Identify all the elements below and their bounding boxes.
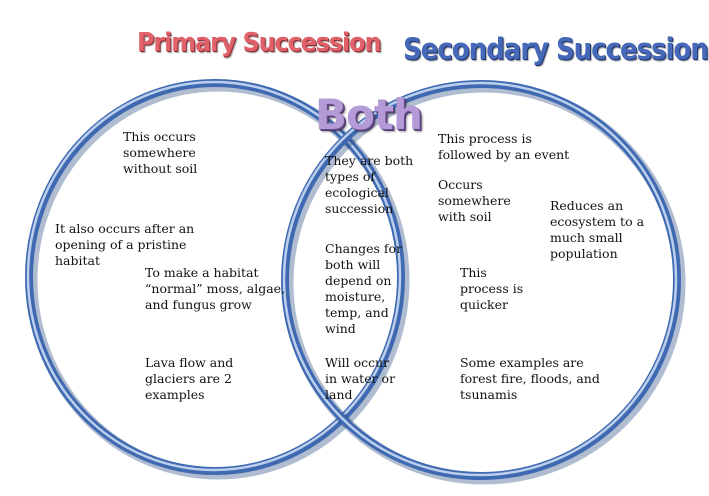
secondary-note-with-soil: Occurs somewhere with soil	[438, 177, 511, 224]
secondary-note-event: This process is followed by an event	[438, 131, 570, 162]
secondary-note-reduces: Reduces an ecosystem to a much small pop…	[550, 198, 645, 261]
primary-note-pristine-habitat: It also occurs after an opening of a pri…	[55, 221, 195, 268]
primary-note-habitat-normal: To make a habitat “normal” moss, algae, …	[145, 265, 286, 312]
both-note-ecological: They are both types of ecological succes…	[325, 153, 414, 216]
primary-note-lava-glaciers: Lava flow and glaciers are 2 examples	[145, 355, 234, 402]
primary-succession-title: Primary Succession	[137, 28, 382, 58]
circle-secondary	[281, 80, 686, 485]
both-note-changes: Changes for both will depend on moisture…	[325, 241, 403, 336]
both-title: Both	[315, 90, 423, 139]
primary-note-without-soil: This occurs somewhere without soil	[123, 129, 198, 176]
secondary-note-examples: Some examples are forest fire, floods, a…	[460, 355, 600, 402]
circle-primary	[25, 79, 410, 480]
secondary-succession-title: Secondary Succession	[403, 32, 709, 66]
both-note-water-land: Will occur in water or land	[325, 355, 396, 402]
secondary-note-quicker: This process is quicker	[460, 265, 524, 312]
